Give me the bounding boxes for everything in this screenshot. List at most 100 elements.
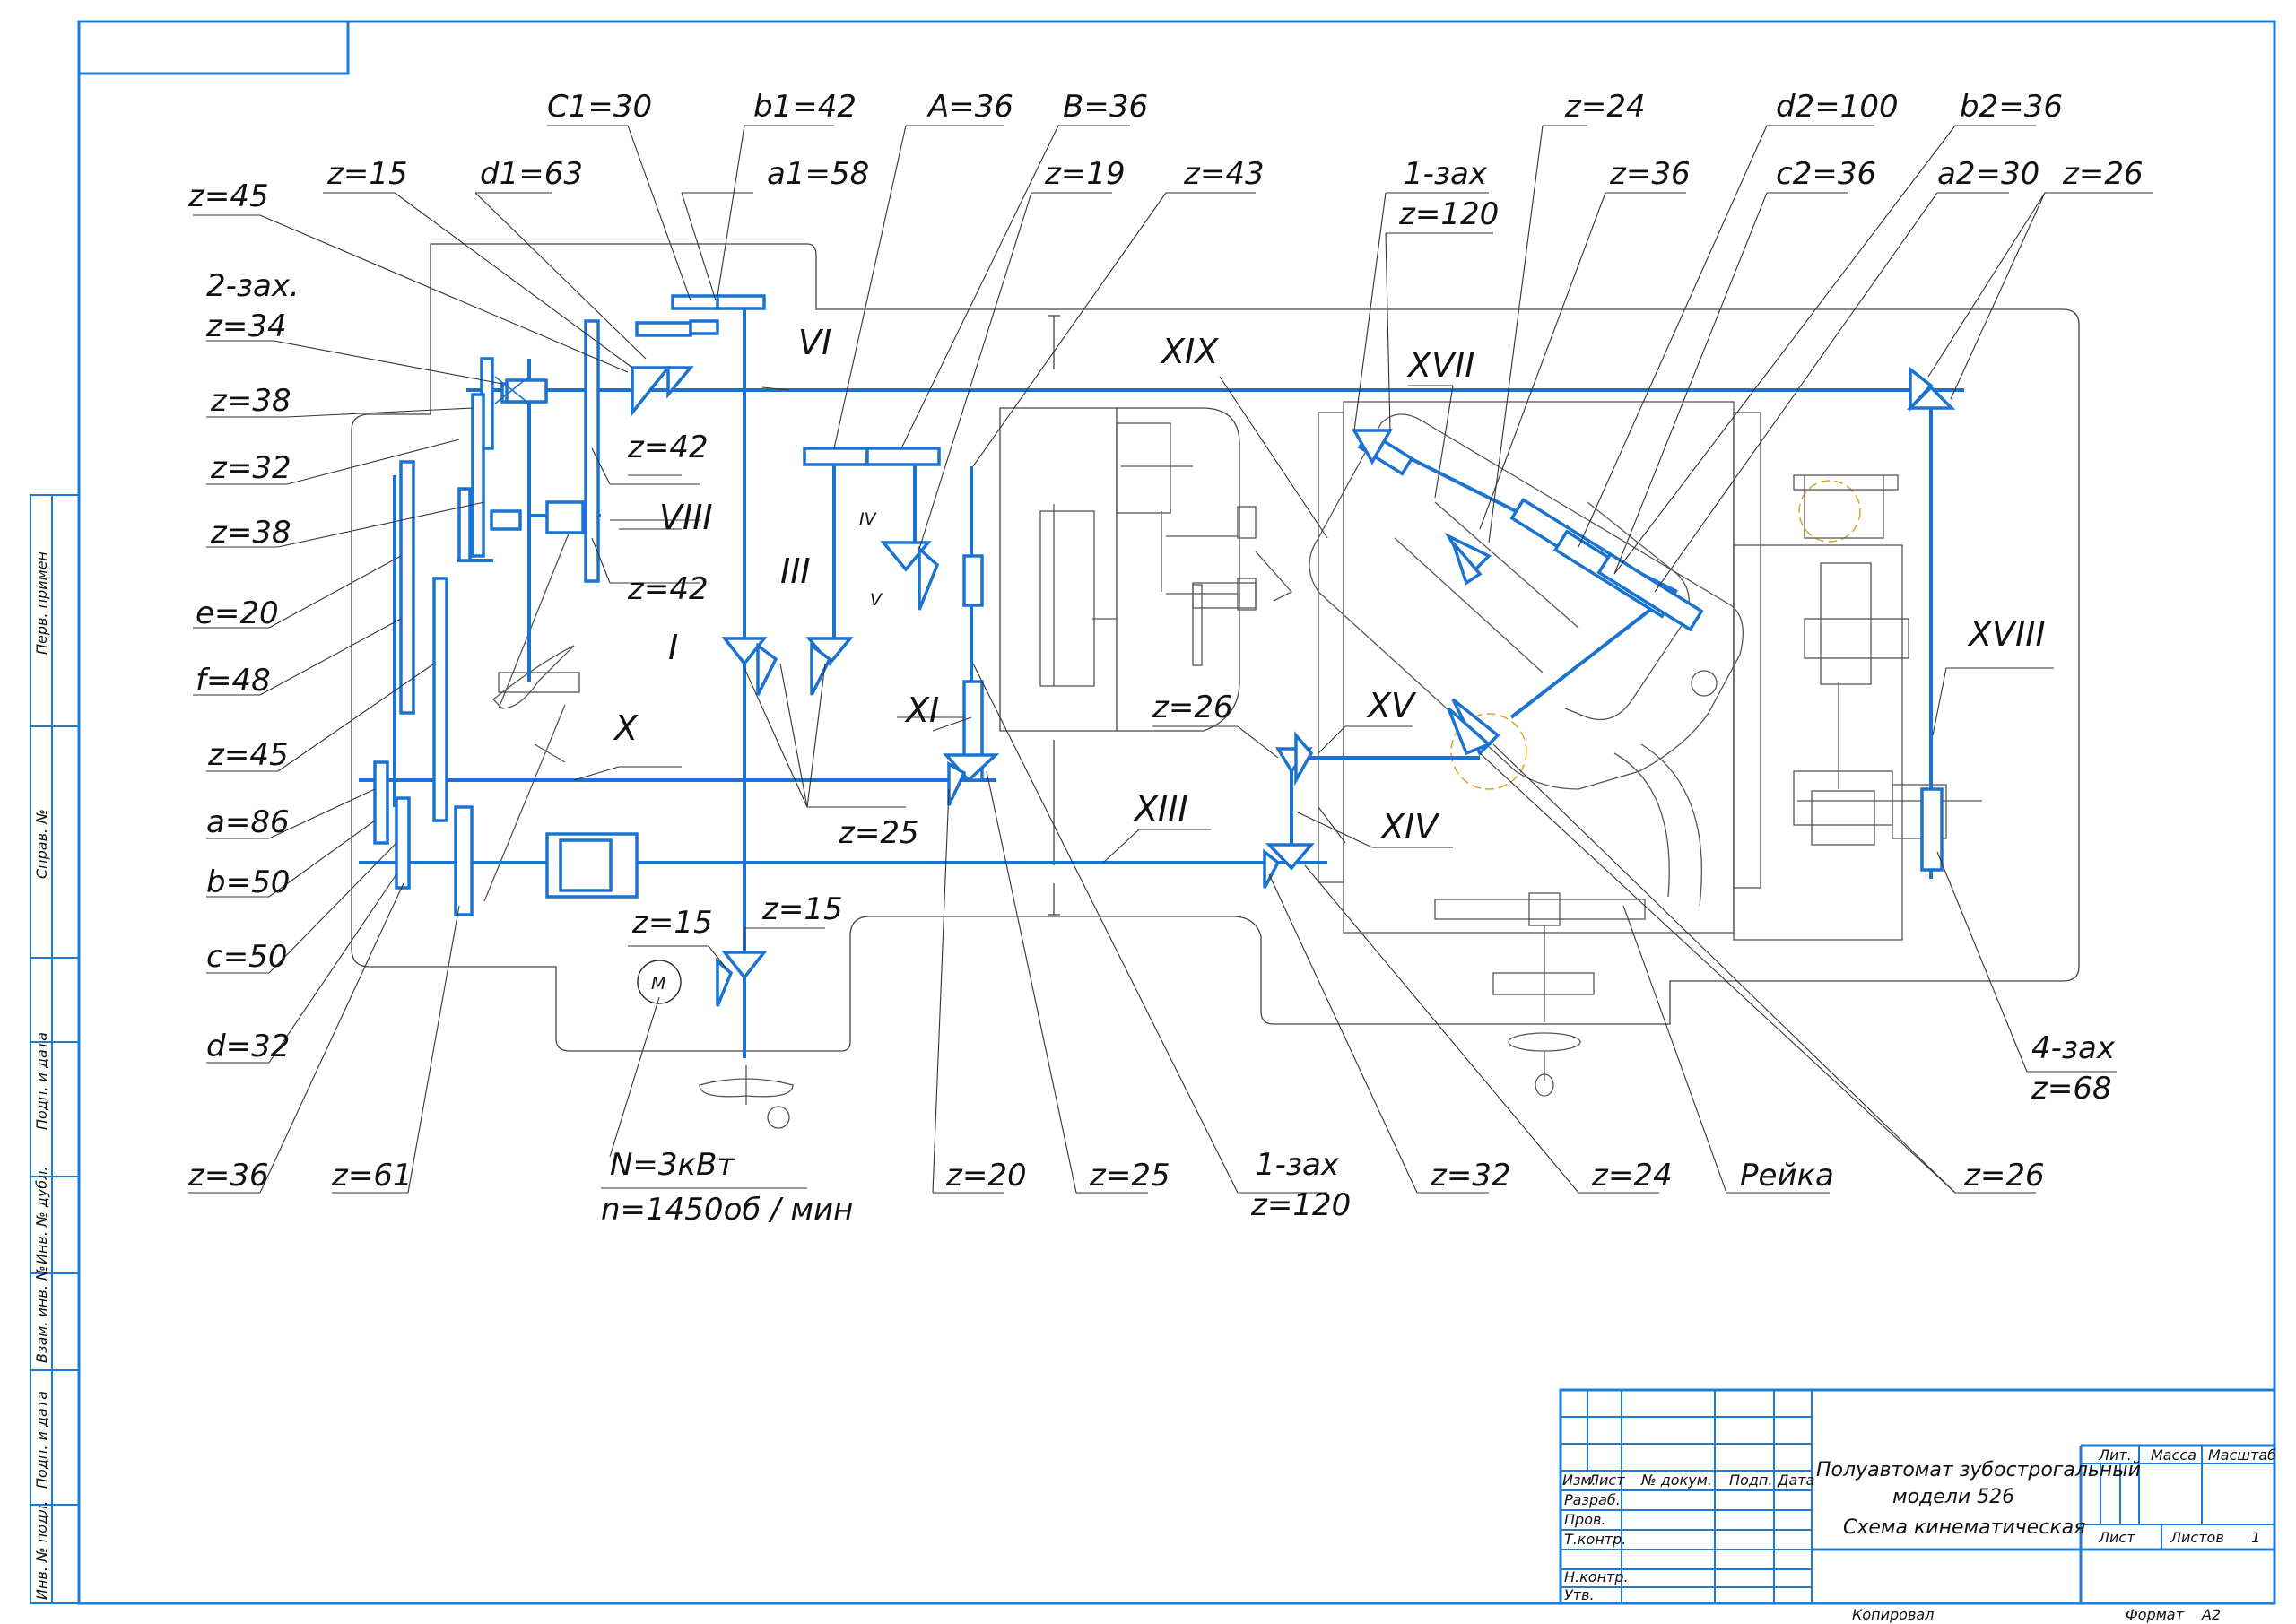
tb-format-value: А2 [2201,1606,2221,1623]
side-stamp-2: Подп. и дата [33,1032,50,1130]
label-z15-b: z=15 [761,891,843,927]
label-z38-a: z=38 [210,383,291,419]
shaft-label-XV: XV [1366,686,1417,725]
side-stamp: Перв. примен Справ. № Подп. и дата Инв. … [33,551,50,1600]
label-d: d=32 [206,1029,290,1064]
side-stamp-6: Инв. № подл. [33,1501,50,1600]
shaft-label-XIV: XIV [1379,807,1440,847]
label-A: A=36 [926,89,1013,125]
leader-lines [188,125,2152,1194]
label-z25-mid: z=25 [838,815,919,851]
shaft-label-VIII: VIII [659,498,713,537]
bevel-gears [631,366,1956,1007]
tb-kopiroval: Копировал [1852,1606,1934,1623]
shaft-label-IV: IV [859,509,878,529]
tb-row-nkontr: Н.контр. [1564,1568,1629,1585]
label-1zax-bottom: 1-зах [1256,1147,1340,1183]
side-stamp-0: Перв. примен [33,551,50,655]
side-stamp-3: Инв. № дубл. [33,1167,50,1264]
tb-row-tkontr: Т.контр. [1564,1531,1626,1548]
tb-title-line1: Полуавтомат зубострогальный [1816,1459,2141,1481]
shaft-label-XI: XI [904,690,939,730]
label-z34: z=34 [205,308,287,344]
label-z32-a: z=32 [210,450,291,486]
motor: M [637,960,682,1004]
label-z32-bottom: z=32 [1430,1158,1511,1194]
label-z45-a: z=45 [187,178,269,214]
label-d1: d1=63 [480,156,583,192]
tb-massa: Масса [2151,1446,2196,1463]
tb-row-prov: Пров. [1564,1511,1606,1528]
spur-gears [373,294,1944,916]
side-stamp-5: Подп. и дата [33,1391,50,1489]
tb-row-utv: Утв. [1564,1586,1595,1603]
shaft-labels: I III IV V VI VIII X XI XIII XIV XV XVII… [613,323,2046,847]
label-rack: Рейка [1740,1158,1834,1194]
label-z120-top: z=120 [1398,196,1499,232]
label-z42-a: z=42 [627,430,709,465]
tb-listov: Листов [2170,1529,2224,1546]
tb-format: Формат [2126,1606,2185,1623]
label-z26-bottom: z=26 [1963,1158,2045,1194]
label-e: e=20 [196,595,279,631]
shafts [359,309,1964,1058]
label-z38-b: z=38 [210,515,291,551]
label-c2: c2=36 [1776,156,1876,192]
title-block: Изм. Лист № докум. Подп. Дата Разраб. Пр… [1559,1388,2276,1623]
drawing-frame [30,20,2276,1605]
tb-col-doc: № докум. [1640,1472,1712,1489]
label-f: f=48 [196,663,271,699]
label-z26-top-right: z=26 [2062,156,2144,192]
housing-outlines [351,243,2080,1129]
label-z24-top: z=24 [1564,89,1646,125]
side-stamp-1: Справ. № [33,809,50,879]
label-z43: z=43 [1183,156,1265,192]
tb-masshtab: Масштаб [2208,1446,2276,1463]
tb-row-razrab: Разраб. [1564,1491,1621,1508]
label-z61: z=61 [331,1158,413,1194]
label-b2: b2=36 [1960,89,2063,125]
label-c: c=50 [206,939,287,975]
label-z68: z=68 [2031,1071,2112,1107]
shaft-label-XVIII: XVIII [1967,614,2046,654]
label-z15-top: z=15 [326,156,408,192]
gear-labels: C1=30 b1=42 A=36 B=36 z=24 d2=100 b2=36 … [187,89,2144,1228]
label-b: b=50 [206,864,290,900]
shaft-label-XVII: XVII [1406,345,1474,385]
label-z15-a: z=15 [631,905,713,941]
label-d2: d2=100 [1776,89,1899,125]
tb-col-list: Лист [1587,1472,1625,1489]
label-z36-top: z=36 [1609,156,1691,192]
label-speed: n=1450об / мин [601,1192,853,1228]
shaft-label-X: X [613,708,639,748]
label-power: N=3кВт [610,1147,735,1183]
label-a2: a2=30 [1937,156,2039,192]
tb-title-line2: модели 526 [1892,1486,2014,1508]
label-z24-bottom: z=24 [1591,1158,1673,1194]
label-a: a=86 [206,804,290,840]
label-4zax: 4-зах [2031,1030,2116,1066]
label-a1: a1=58 [767,156,869,192]
label-2zax: 2-зах. [206,268,300,304]
label-z20: z=20 [945,1158,1027,1194]
label-B: B=36 [1063,89,1148,125]
label-z26-mid: z=26 [1152,690,1233,725]
label-z42-b: z=42 [627,571,709,607]
tb-col-izm: Изм. [1562,1472,1596,1489]
shaft-label-III: III [780,551,811,591]
shaft-label-XIX: XIX [1160,332,1219,371]
tb-listov-value: 1 [2251,1529,2260,1546]
label-z36-bottom: z=36 [187,1158,269,1194]
shaft-label-V: V [870,590,883,610]
tb-col-podp: Подп. [1729,1472,1772,1489]
label-z120-bottom: z=120 [1250,1187,1351,1223]
label-z45-b: z=45 [207,737,289,773]
tb-list: Лист [2098,1529,2135,1546]
tb-title-line3: Схема кинематическая [1843,1516,2085,1539]
label-b1: b1=42 [753,89,857,125]
label-c1: C1=30 [547,89,652,125]
shaft-label-XIII: XIII [1133,789,1188,829]
label-z25-bottom: z=25 [1089,1158,1170,1194]
label-z19: z=19 [1044,156,1126,192]
